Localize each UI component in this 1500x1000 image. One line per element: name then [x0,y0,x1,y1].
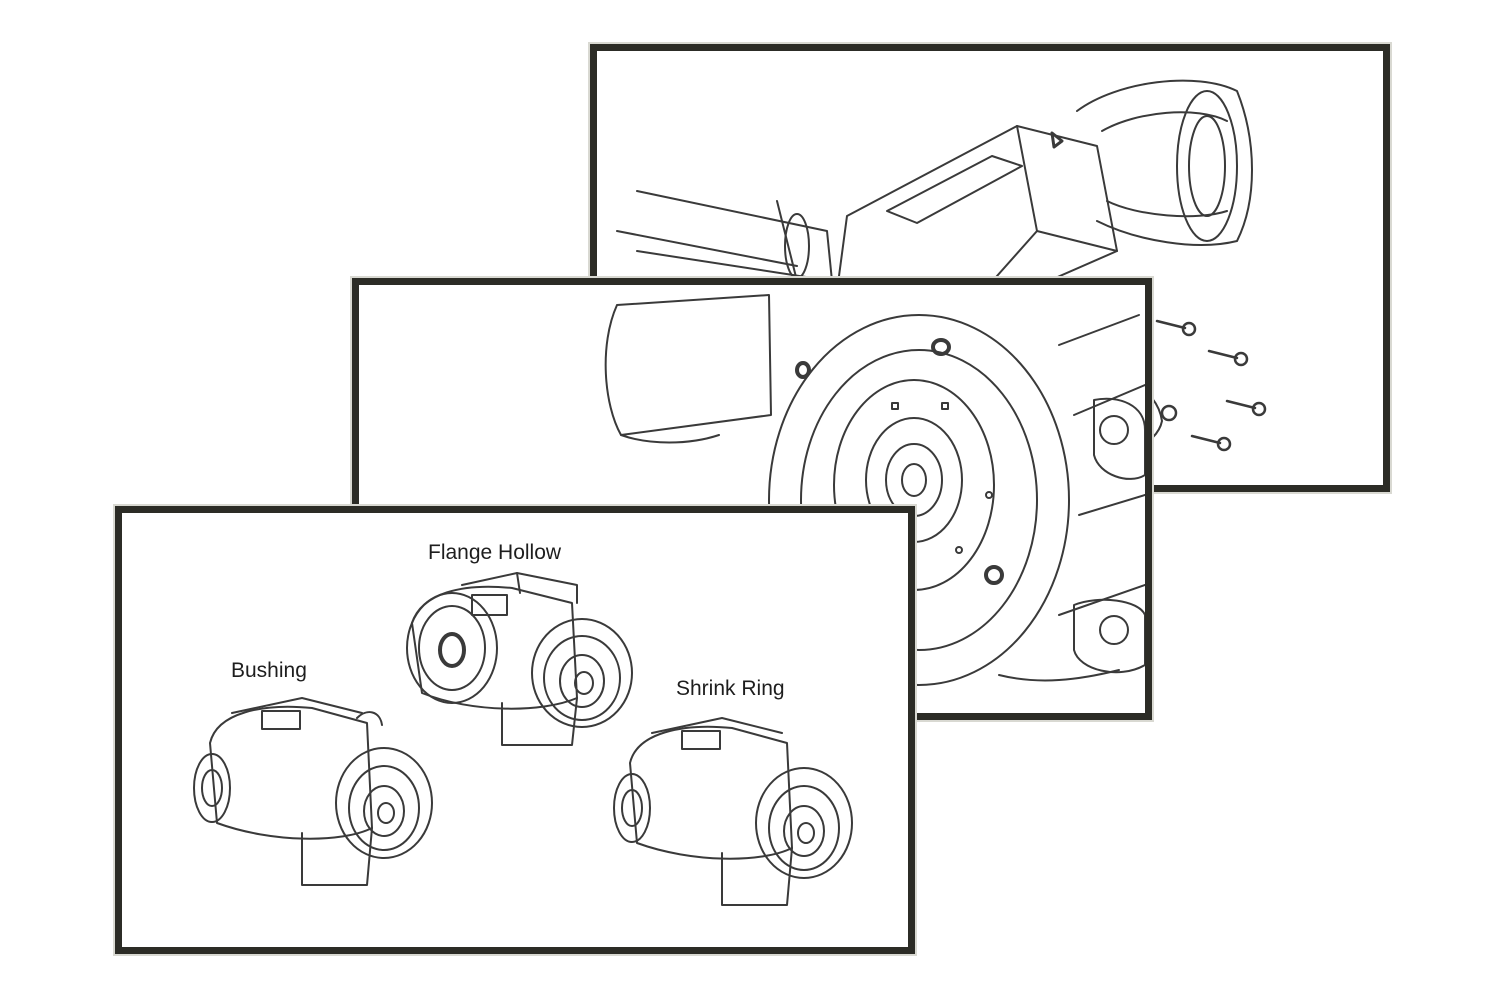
gear-reducer-sketch-bushing [193,697,433,886]
gear-reducer-sketch-flange-hollow [406,572,633,746]
label-bushing: Bushing [231,659,307,682]
label-flange-hollow: Flange Hollow [428,541,562,564]
gear-reducer-sketch-shrink-ring [613,717,853,906]
label-shrink-ring: Shrink Ring [676,677,785,700]
gear-reducer-sketch-hollow-shaft [616,79,1267,456]
sketch-panel-variants: Flange Hollow Bushing Shrink Ring [115,506,915,954]
gear-reducer-sketch-flange-face [604,294,1145,686]
